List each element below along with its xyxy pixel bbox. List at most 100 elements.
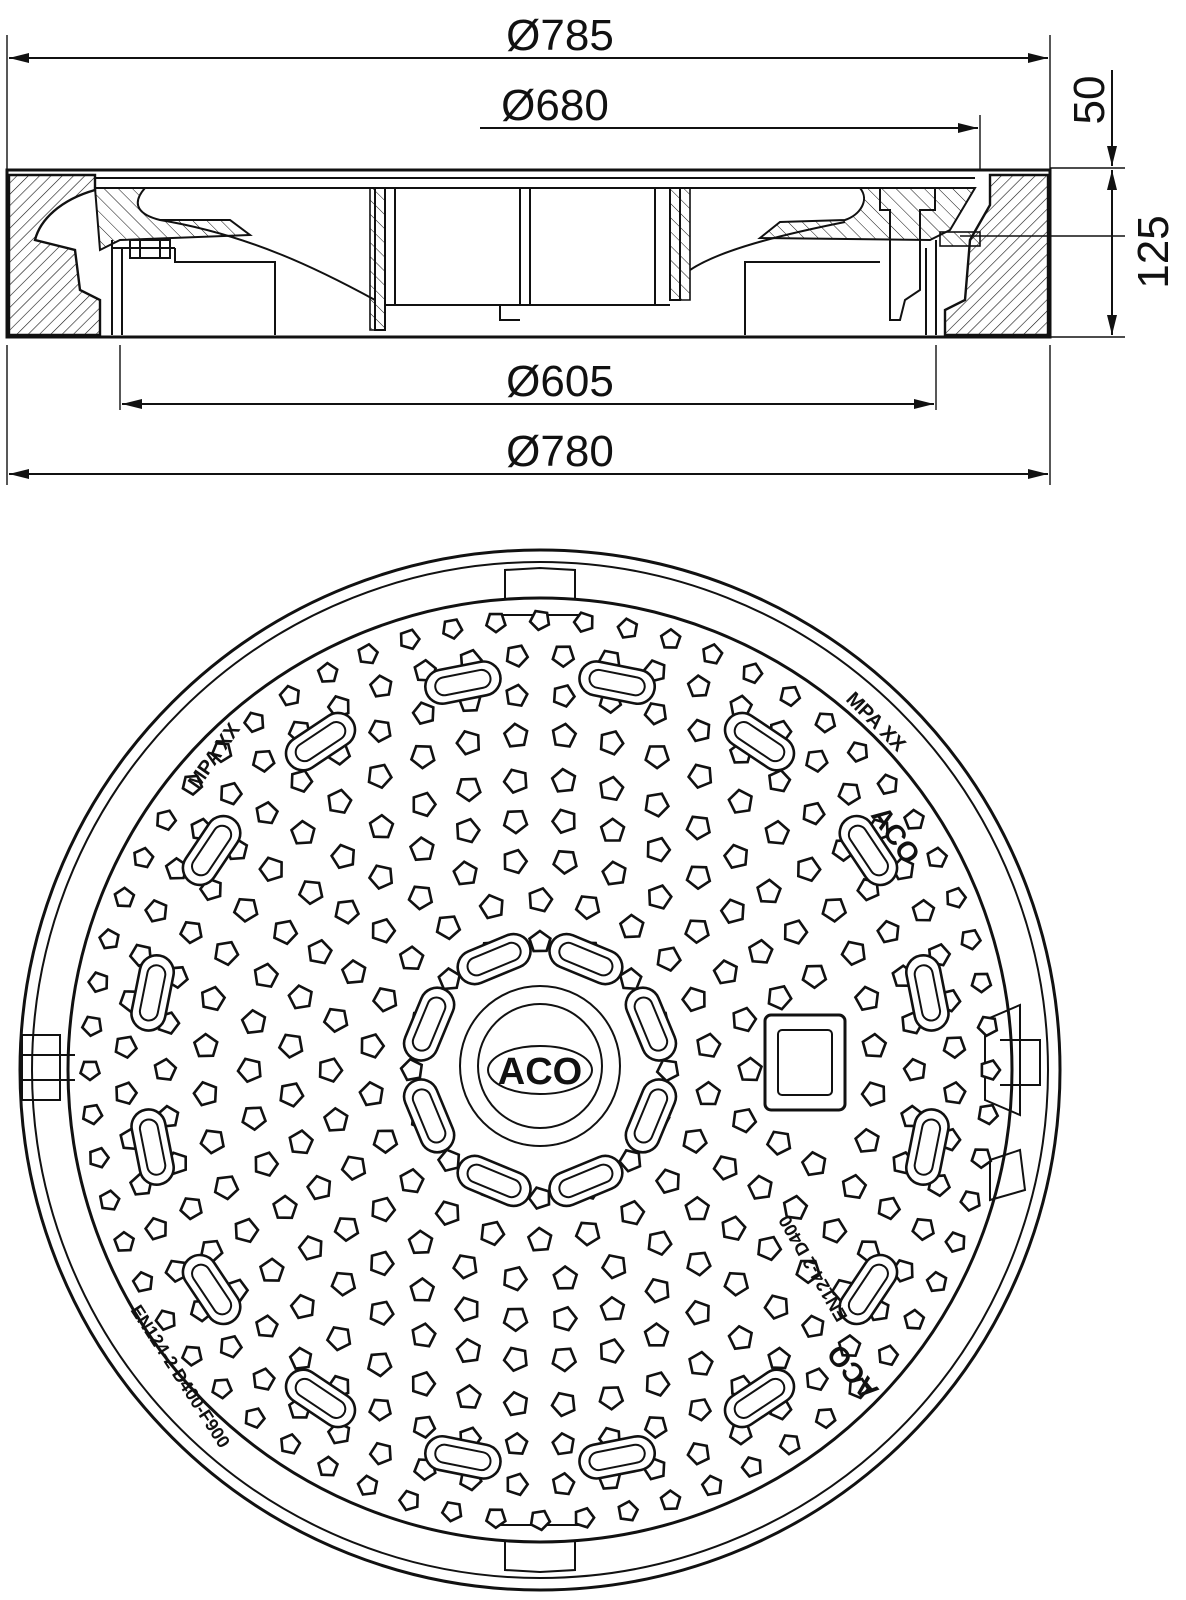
vent-hole	[453, 1296, 479, 1323]
vent-hole	[437, 966, 462, 991]
vent-hole	[322, 1106, 349, 1132]
vent-hole	[527, 1186, 551, 1211]
vent-hole	[297, 1234, 323, 1261]
dim-outer-top: Ø785	[506, 11, 614, 60]
vent-hole	[220, 781, 244, 806]
lock-symbol	[989, 1148, 1027, 1202]
frame-right-hatch	[943, 173, 1050, 337]
vent-hole	[574, 1506, 596, 1529]
vent-hole	[800, 1150, 827, 1177]
vent-hole	[252, 1367, 276, 1391]
vent-hole	[279, 1082, 305, 1108]
vent-hole	[484, 1508, 507, 1530]
vent-hole	[551, 722, 578, 748]
vent-hole	[551, 645, 576, 669]
cover-top-plate	[95, 177, 975, 189]
vent-hole	[412, 1415, 437, 1440]
vent-hole	[600, 1253, 627, 1280]
vent-hole	[778, 1434, 801, 1456]
vent-hole	[617, 1499, 640, 1522]
vent-hole	[192, 1080, 218, 1107]
vent-hole	[802, 801, 826, 826]
vent-hole	[976, 1015, 999, 1038]
brand-center: ACO	[498, 1051, 582, 1093]
vent-hole	[687, 718, 711, 743]
vent-hole	[234, 1217, 260, 1244]
vent-slot	[838, 1253, 899, 1326]
vent-hole	[258, 856, 283, 883]
vent-hole	[478, 893, 504, 920]
vent-hole	[199, 1129, 225, 1155]
vent-hole	[685, 865, 712, 891]
vent-hole	[620, 1199, 646, 1226]
vent-hole	[695, 1080, 722, 1106]
vent-hole	[242, 711, 265, 734]
vent-hole	[550, 767, 577, 793]
vent-hole	[113, 1230, 136, 1252]
vent-hole	[599, 775, 625, 802]
vent-slot	[402, 1078, 456, 1154]
vent-hole	[756, 878, 782, 904]
vent-hole	[805, 749, 829, 774]
vent-hole	[289, 819, 316, 845]
logo-ring-inner	[477, 1003, 603, 1129]
vent-hole	[712, 1155, 738, 1181]
vent-hole	[551, 1347, 578, 1373]
vent-hole	[599, 1338, 625, 1364]
logo-oval	[487, 1045, 593, 1095]
vent-hole	[278, 684, 300, 707]
vent-hole	[643, 1321, 670, 1347]
center-pillars	[394, 188, 656, 321]
vent-hole	[334, 899, 361, 925]
vent-hole	[502, 1390, 529, 1417]
vent-slot	[456, 932, 532, 986]
vent-hole	[645, 1371, 671, 1397]
vent-hole	[644, 792, 670, 818]
vent-hole	[943, 1080, 967, 1105]
vent-hole	[682, 1128, 708, 1155]
dim-outer-bottom: Ø780	[506, 427, 614, 476]
vent-hole	[618, 966, 643, 991]
vent-hole	[506, 1472, 530, 1497]
vent-hole	[960, 928, 983, 951]
vent-hole	[407, 885, 434, 911]
vent-hole	[455, 1337, 482, 1364]
vent-hole	[688, 1350, 714, 1376]
vent-hole	[441, 618, 464, 641]
vent-hole	[646, 836, 672, 863]
vent-hole	[435, 915, 462, 941]
cover-center-hatch-left	[369, 187, 386, 331]
vent-hole	[814, 1408, 837, 1430]
vent-hole	[552, 849, 578, 876]
vent-hole	[288, 1346, 313, 1371]
vent-hole	[723, 1271, 750, 1297]
lug-top	[495, 566, 585, 616]
vent-hole	[860, 1081, 886, 1107]
vent-hole	[367, 864, 394, 891]
vent-hole	[131, 1270, 154, 1293]
vent-hole	[502, 768, 528, 795]
vent-hole	[305, 1174, 332, 1201]
vent-hole	[686, 763, 713, 790]
vent-hole	[946, 886, 968, 909]
vent-hole	[153, 1057, 178, 1082]
vent-hole	[241, 1106, 268, 1132]
vent-hole	[211, 1378, 234, 1400]
vent-hole	[244, 1407, 267, 1430]
vent-slot	[456, 1154, 532, 1208]
vent-hole	[727, 788, 753, 814]
vent-hole	[684, 919, 710, 945]
vent-hole	[747, 938, 774, 964]
vent-hole	[903, 1308, 926, 1330]
dim-total-height: 125	[1129, 215, 1178, 288]
vent-hole	[411, 1370, 437, 1397]
vent-slots	[130, 660, 950, 1480]
vent-hole	[685, 815, 711, 841]
vent-hole	[280, 1432, 302, 1455]
vent-hole	[503, 1265, 529, 1292]
vent-holes	[78, 609, 1002, 1532]
vent-hole	[942, 1036, 967, 1060]
vent-hole	[370, 1250, 396, 1277]
vent-hole	[143, 898, 168, 923]
vent-hole	[796, 856, 822, 883]
